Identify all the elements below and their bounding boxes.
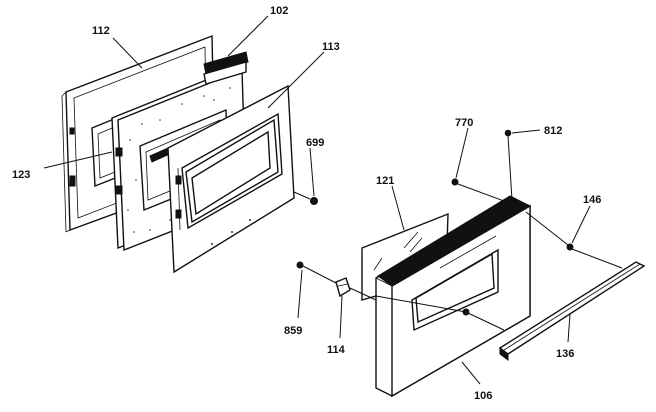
callout-812: 812 — [544, 125, 562, 137]
callout-114: 114 — [327, 344, 346, 356]
part-114-hinge — [335, 277, 351, 298]
callout-770: 770 — [455, 117, 473, 129]
part-113-window-panel — [167, 84, 295, 274]
callout-123: 123 — [12, 169, 30, 181]
callout-112: 112 — [92, 25, 110, 37]
part-812-screw — [504, 129, 512, 137]
callout-699: 699 — [306, 137, 324, 149]
assembly-lines — [302, 135, 623, 331]
callout-121: 121 — [376, 175, 394, 187]
callout-102: 102 — [270, 5, 288, 17]
part-106-outer-door — [375, 195, 532, 398]
callout-146: 146 — [583, 194, 601, 206]
callout-859: 859 — [284, 325, 302, 337]
callout-labels: 112 102 113 699 123 770 812 121 146 859 … — [12, 5, 601, 402]
leader-lines — [43, 15, 591, 385]
part-859-screw — [296, 261, 304, 269]
callout-106: 106 — [474, 390, 492, 402]
part-146-screw — [566, 243, 574, 251]
callout-113: 113 — [322, 41, 340, 53]
callout-136: 136 — [556, 348, 574, 360]
part-136-handle — [498, 261, 646, 361]
part-699-screw — [293, 191, 318, 205]
part-770-screw — [451, 178, 459, 186]
part-102-vent-strip — [203, 51, 249, 85]
